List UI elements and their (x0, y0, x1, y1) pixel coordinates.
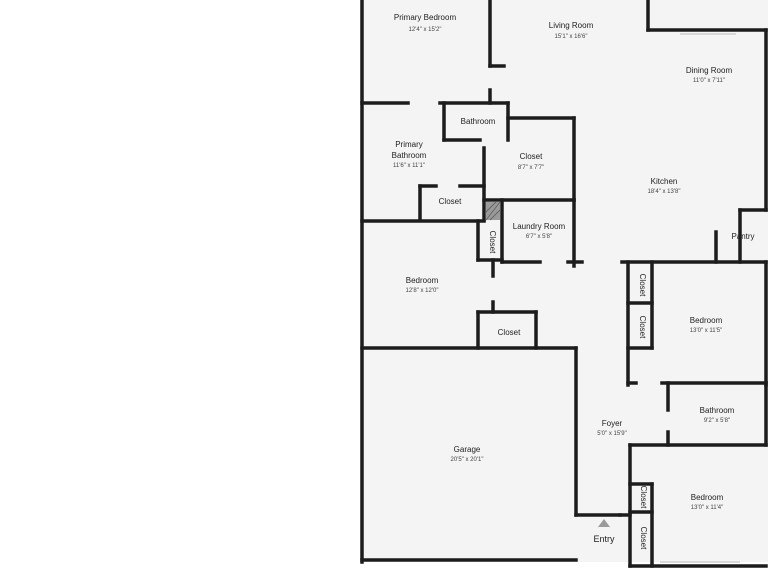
room-dims-kitchen: 18'4" x 13'8" (648, 189, 681, 195)
room-dims-primary-bedroom: 12'4" x 15'2" (409, 27, 442, 33)
room-label-closet-primary-bath: Closet (439, 197, 462, 206)
room-label-bedroom-west: Bedroom (406, 276, 439, 285)
room-label-closet-east-2: Closet (638, 316, 647, 339)
room-label-walk-in-closet: Closet (520, 152, 543, 161)
room-dims-garage: 20'5" x 20'1" (451, 457, 484, 463)
room-dims-primary-bathroom: 11'6" x 11'1" (393, 163, 425, 169)
room-label-garage: Garage (454, 445, 481, 454)
room-dims-dining-room: 11'0" x 7'11" (693, 78, 725, 84)
floor-areas (362, 0, 768, 562)
room-dims-bedroom-west: 12'8" x 12'0" (406, 288, 439, 294)
room-dims-laundry-room: 6'7" x 5'8" (526, 234, 552, 240)
room-label-primary-bathroom-line2: Bathroom (392, 151, 427, 160)
room-label-primary-bedroom: Primary Bedroom (394, 13, 457, 22)
room-label-bathroom-small: Bathroom (461, 117, 496, 126)
room-dims-foyer: 5'0" x 15'9" (597, 431, 627, 437)
room-label-closet-bedroom-west: Closet (498, 328, 521, 337)
room-label-dining-room: Dining Room (686, 66, 733, 75)
room-labels: Primary Bedroom 12'4" x 15'2" Living Roo… (392, 13, 755, 550)
room-label-bedroom-southeast: Bedroom (691, 493, 724, 502)
room-label-closet-hall-vertical: Closet (488, 231, 497, 254)
room-dims-walk-in-closet: 8'7" x 7'7" (518, 165, 544, 171)
entry-arrow-icon (598, 519, 610, 527)
room-label-closet-southeast-2: Closet (639, 527, 648, 550)
room-dims-living-room: 15'1" x 16'6" (555, 34, 588, 40)
room-dims-bedroom-east: 13'0" x 11'5" (690, 328, 722, 334)
room-label-living-room: Living Room (549, 21, 594, 30)
room-label-kitchen: Kitchen (651, 177, 678, 186)
room-label-bathroom-east: Bathroom (700, 406, 735, 415)
room-label-closet-southeast-1: Closet (639, 486, 648, 509)
room-label-primary-bathroom-line1: Primary (395, 140, 423, 149)
room-label-pantry: Pantry (731, 232, 754, 241)
room-dims-bedroom-southeast: 13'0" x 11'4" (691, 505, 723, 511)
room-label-bedroom-east: Bedroom (690, 316, 723, 325)
room-label-closet-east-1: Closet (638, 274, 647, 297)
walls (360, 0, 768, 568)
room-label-laundry-room: Laundry Room (513, 222, 566, 231)
entry-label: Entry (593, 534, 615, 544)
hatched-area (485, 201, 501, 221)
room-dims-bathroom-east: 9'2" x 5'8" (704, 418, 730, 424)
room-label-foyer: Foyer (602, 419, 623, 428)
